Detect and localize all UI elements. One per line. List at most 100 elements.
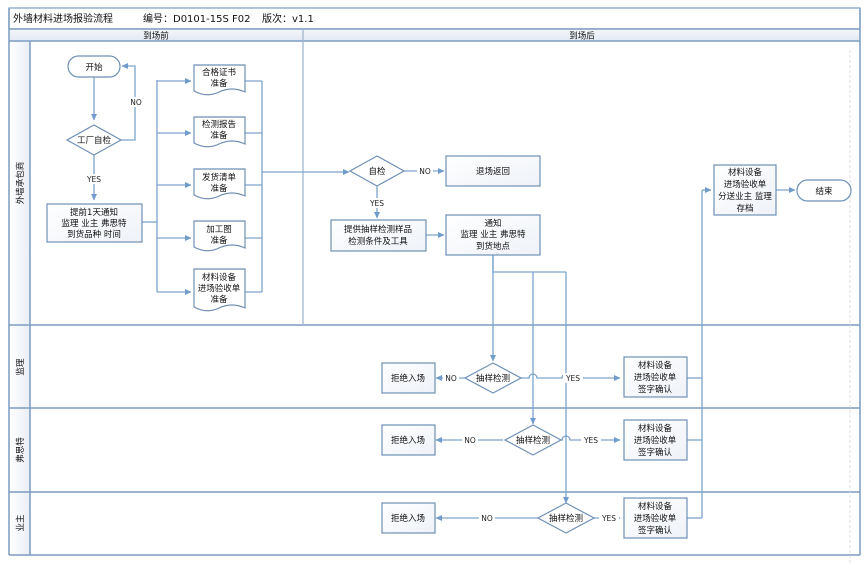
sample-test-label: 抽样检测	[516, 435, 550, 446]
supervisor-sample-test-node[interactable]: 抽样检测	[463, 362, 523, 394]
sample-test-decision[interactable]	[503, 424, 563, 456]
sign-confirm-process[interactable]	[623, 497, 688, 539]
doc-line: 准备	[210, 130, 228, 141]
document-code: 编号：D0101-15S F02	[143, 12, 251, 25]
notify-process[interactable]	[46, 203, 143, 243]
edge-label-no: NO	[464, 436, 476, 445]
return-process[interactable]	[445, 155, 541, 187]
end-label: 结束	[815, 186, 833, 197]
document-shape[interactable]	[193, 168, 246, 200]
start-label: 开始	[85, 62, 103, 73]
sample-test-label: 抽样检测	[549, 513, 583, 524]
doc-test-report[interactable]: 检测报告 准备	[193, 116, 246, 148]
start-terminator[interactable]	[67, 55, 121, 78]
edge-label-yes: YES	[565, 374, 580, 383]
notify-line: 提前1天通知	[70, 207, 118, 218]
doc-line: 发货清单	[202, 172, 237, 183]
sign-line: 材料设备	[638, 501, 673, 512]
sign-line: 进场验收单	[634, 372, 677, 383]
factory-check-decision[interactable]	[65, 124, 123, 156]
distribute-node[interactable]: 材料设备 进场验收单 分送业主 监理 存档	[713, 164, 777, 216]
doc-acceptance-form[interactable]: 材料设备 进场验收单 准备	[193, 268, 246, 312]
edge-label-no: NO	[130, 98, 142, 107]
sign-line: 进场验收单	[634, 435, 677, 446]
fst-sample-test-node[interactable]: 抽样检测	[503, 424, 563, 456]
doc-certificate[interactable]: 合格证书 准备	[193, 64, 246, 96]
sign-confirm-process[interactable]	[623, 356, 688, 398]
owner-reject-node[interactable]: 拒绝入场	[381, 502, 436, 534]
edge-labels: NO YES NO YES NO YES NO YES NO YES	[84, 97, 619, 523]
fst-sign-node[interactable]: 材料设备 进场验收单 签字确认	[623, 419, 688, 461]
start-node[interactable]: 开始	[67, 55, 121, 78]
doc-line: 合格证书	[202, 67, 237, 78]
sign-confirm-process[interactable]	[623, 419, 688, 461]
return-node[interactable]: 退场返回	[445, 155, 541, 187]
doc-line: 加工图	[206, 224, 232, 235]
provide-samples-process[interactable]	[330, 219, 427, 252]
phase-header-after: 到场后	[569, 31, 595, 42]
sign-line: 进场验收单	[634, 513, 677, 524]
connector	[492, 255, 566, 273]
diagram-title: 外墙材料进场报验流程	[13, 12, 113, 25]
doc-shop-drawing[interactable]: 加工图 准备	[193, 220, 246, 252]
factory-check-node[interactable]: 工厂自检	[65, 124, 123, 156]
distribute-line: 分送业主 监理	[718, 191, 772, 202]
self-check-label: 自检	[368, 166, 386, 177]
notify-location-line: 到货地点	[476, 241, 511, 252]
notify-line: 到货品种 时间	[67, 229, 121, 240]
edge-label-no: NO	[419, 167, 431, 176]
document-shape[interactable]	[193, 220, 246, 252]
self-check-decision[interactable]	[348, 155, 406, 187]
phase-header-before: 到场前	[143, 31, 169, 42]
distribute-line: 材料设备	[728, 167, 763, 178]
reject-label: 拒绝入场	[391, 513, 425, 524]
owner-sample-test-node[interactable]: 抽样检测	[536, 502, 596, 534]
provide-samples-node[interactable]: 提供抽样检测样品 检测条件及工具	[330, 219, 427, 252]
reject-process[interactable]	[381, 502, 436, 534]
lane-label-supervisor: 监理	[15, 358, 26, 376]
provide-samples-line: 提供抽样检测样品	[344, 224, 412, 235]
owner-sign-node[interactable]: 材料设备 进场验收单 签字确认	[623, 497, 688, 539]
doc-line: 材料设备	[202, 272, 237, 283]
lane-label-column	[9, 41, 30, 555]
sample-test-decision[interactable]	[463, 362, 523, 394]
document-shape[interactable]	[193, 116, 246, 148]
sign-line: 材料设备	[638, 360, 673, 371]
sample-test-decision[interactable]	[536, 502, 596, 534]
sample-test-label: 抽样检测	[476, 373, 510, 384]
supervisor-reject-node[interactable]: 拒绝入场	[381, 362, 436, 394]
sign-line: 签字确认	[638, 525, 673, 536]
notify-node[interactable]: 提前1天通知 监理 业主 弗思特 到货品种 时间	[46, 203, 143, 243]
end-node[interactable]: 结束	[796, 179, 852, 202]
doc-line: 检测报告	[202, 119, 236, 130]
sign-line: 签字确认	[638, 384, 673, 395]
notify-location-process[interactable]	[445, 214, 541, 256]
doc-line: 进场验收单	[198, 283, 241, 294]
edge-label-yes: YES	[601, 514, 616, 523]
notify-location-line: 监理 业主 弗思特	[461, 229, 526, 240]
supervisor-sign-node[interactable]: 材料设备 进场验收单 签字确认	[623, 356, 688, 398]
reject-process[interactable]	[381, 424, 436, 456]
doc-line: 准备	[210, 183, 228, 194]
doc-delivery-list[interactable]: 发货清单 准备	[193, 168, 246, 200]
end-terminator[interactable]	[796, 179, 852, 202]
lane-label-owner: 业主	[15, 514, 26, 532]
document-shape[interactable]	[193, 268, 246, 312]
notify-location-node[interactable]: 通知 监理 业主 弗思特 到货地点	[445, 214, 541, 256]
distribute-line: 进场验收单	[724, 179, 767, 190]
reject-process[interactable]	[381, 362, 436, 394]
doc-line: 准备	[210, 78, 228, 89]
title-bar-frame	[8, 7, 861, 30]
fst-reject-node[interactable]: 拒绝入场	[381, 424, 436, 456]
factory-check-label: 工厂自检	[77, 135, 112, 146]
edge-label-no: NO	[445, 374, 457, 383]
return-label: 退场返回	[476, 166, 510, 177]
doc-line: 准备	[210, 294, 228, 305]
lane-label-contractor: 外墙承包商	[15, 162, 26, 205]
document-shape[interactable]	[193, 64, 246, 96]
self-check-node[interactable]: 自检	[348, 155, 406, 187]
notify-location-line: 通知	[484, 218, 501, 229]
title-bar: 外墙材料进场报验流程 编号：D0101-15S F02 版次：v1.1	[8, 7, 861, 30]
distribute-process[interactable]	[713, 164, 777, 216]
